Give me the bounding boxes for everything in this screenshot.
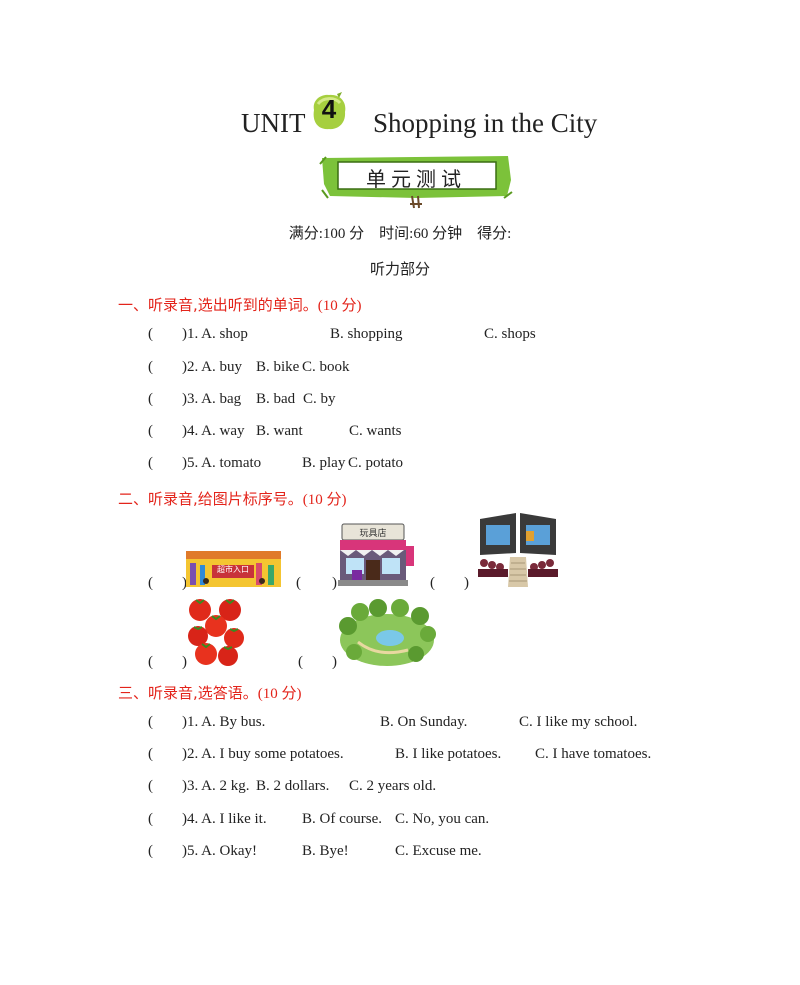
answer-paren-open: ( <box>148 575 153 591</box>
banner-frame-icon <box>319 156 513 209</box>
banner-text: 单元测试 <box>366 167 466 191</box>
option-b: B. shopping <box>330 326 403 342</box>
section-1-points: (10 分) <box>317 298 362 314</box>
question-text: )3. A. 2 kg. <box>182 778 250 794</box>
unit-badge-leaf-icon <box>313 92 346 130</box>
answer-paren-close: ) <box>332 575 337 591</box>
option-b: B. bad <box>256 391 296 407</box>
answer-paren-close: ) <box>464 575 469 591</box>
unit-number-badge: 4 <box>309 92 349 132</box>
tomatoes-picture <box>186 596 248 668</box>
unit-title-row: UNIT 4 Shopping in the City <box>0 92 800 142</box>
section-3-heading: 三、听录音,选答语。(10 分) <box>118 682 302 703</box>
cinema-picture <box>470 513 565 588</box>
option-b: B. Of course. <box>302 811 382 827</box>
option-c: C. wants <box>349 423 402 439</box>
section-3-label: 三、听录音,选答语。 <box>118 684 258 702</box>
answer-paren: ( <box>148 811 153 827</box>
option-c: C. shops <box>484 326 536 342</box>
option-b: B. I like potatoes. <box>395 746 502 762</box>
s3-question-3: ( )3. A. 2 kg. B. 2 dollars. C. 2 years … <box>148 778 436 863</box>
supermarket-entrance-picture: 超市入口 <box>186 551 281 587</box>
s3-question-1: ( )1. A. By bus. B. On Sunday. C. I like… <box>148 714 637 799</box>
s3-question-4: ( )4. A. I like it. B. Of course. C. No,… <box>148 811 489 896</box>
unit-word: UNIT <box>241 108 306 138</box>
question-text: )2. A. I buy some potatoes. <box>182 746 344 762</box>
park-picture <box>338 598 436 668</box>
option-b: B. bike <box>256 359 300 375</box>
answer-paren-open: ( <box>296 575 301 591</box>
unit-test-banner: 单元测试 <box>318 154 514 210</box>
option-c: C. I like my school. <box>519 714 638 730</box>
score-time-line: 满分:100 分 时间:60 分钟 得分: <box>288 226 512 242</box>
option-b: B. want <box>256 423 303 439</box>
option-c: C. potato <box>348 455 403 471</box>
answer-paren: ( <box>148 778 153 794</box>
toy-shop-sign: 玩具店 <box>359 529 387 539</box>
question-text: )5. A. tomato <box>182 455 262 471</box>
answer-paren: ( <box>148 423 153 439</box>
answer-paren: ( <box>148 455 153 471</box>
supermarket-sign: 超市入口 <box>217 565 249 574</box>
answer-paren: ( <box>148 326 153 342</box>
section-2-label: 二、听录音,给图片标序号。 <box>118 490 303 508</box>
option-b: B. On Sunday. <box>380 714 468 730</box>
s1-question-5: ( )5. A. tomato B. play C. potato <box>148 455 403 540</box>
option-c: C. I have tomatoes. <box>535 746 652 762</box>
s1-question-2: ( )2. A. buy B. bike C. book <box>148 359 350 444</box>
answer-paren-close: ) <box>182 654 187 670</box>
section-3-points: (10 分) <box>257 686 302 702</box>
answer-paren: ( <box>148 843 153 859</box>
s1-question-4: ( )4. A. way B. want C. wants <box>148 423 402 508</box>
answer-paren: ( <box>148 714 153 730</box>
answer-paren: ( <box>148 746 153 762</box>
option-c: C. by <box>303 391 336 407</box>
unit-title: Shopping in the City <box>373 108 598 138</box>
question-text: )5. A. Okay! <box>182 843 257 859</box>
option-c: C. 2 years old. <box>349 778 437 794</box>
toy-shop-picture: 玩具店 <box>338 522 416 588</box>
listening-part-heading: 听力部分 <box>369 260 430 278</box>
question-text: )4. A. way <box>182 423 245 439</box>
answer-paren-open: ( <box>430 575 435 591</box>
question-text: )4. A. I like it. <box>182 811 267 827</box>
answer-paren: ( <box>148 391 153 407</box>
s3-question-2: ( )2. A. I buy some potatoes. B. I like … <box>148 746 651 831</box>
section-1-label: 一、听录音,选出听到的单词。 <box>118 296 318 314</box>
s1-question-1: ( )1. A. shop B. shopping C. shops <box>148 326 536 411</box>
answer-paren-open: ( <box>298 654 303 670</box>
option-c: C. Excuse me. <box>395 843 482 859</box>
question-text: )3. A. bag <box>182 391 242 407</box>
section-2-heading: 二、听录音,给图片标序号。(10 分) <box>118 488 347 509</box>
answer-paren: ( <box>148 359 153 375</box>
answer-paren-close: ) <box>332 654 337 670</box>
answer-paren-open: ( <box>148 654 153 670</box>
answer-paren-close: ) <box>182 575 187 591</box>
s3-question-5: ( )5. A. Okay! B. Bye! C. Excuse me. <box>148 843 482 928</box>
section-2-points: (10 分) <box>302 492 347 508</box>
question-text: )1. A. shop <box>182 326 248 342</box>
s1-question-3: ( )3. A. bag B. bad C. by <box>148 391 336 476</box>
option-b: B. play <box>302 455 346 471</box>
question-text: )1. A. By bus. <box>182 714 266 730</box>
option-b: B. 2 dollars. <box>256 778 330 794</box>
option-b: B. Bye! <box>302 843 349 859</box>
option-c: C. book <box>302 359 350 375</box>
section-1-heading: 一、听录音,选出听到的单词。(10 分) <box>118 294 362 315</box>
option-c: C. No, you can. <box>395 811 490 827</box>
unit-number: 4 <box>321 94 337 124</box>
question-text: )2. A. buy <box>182 359 242 375</box>
